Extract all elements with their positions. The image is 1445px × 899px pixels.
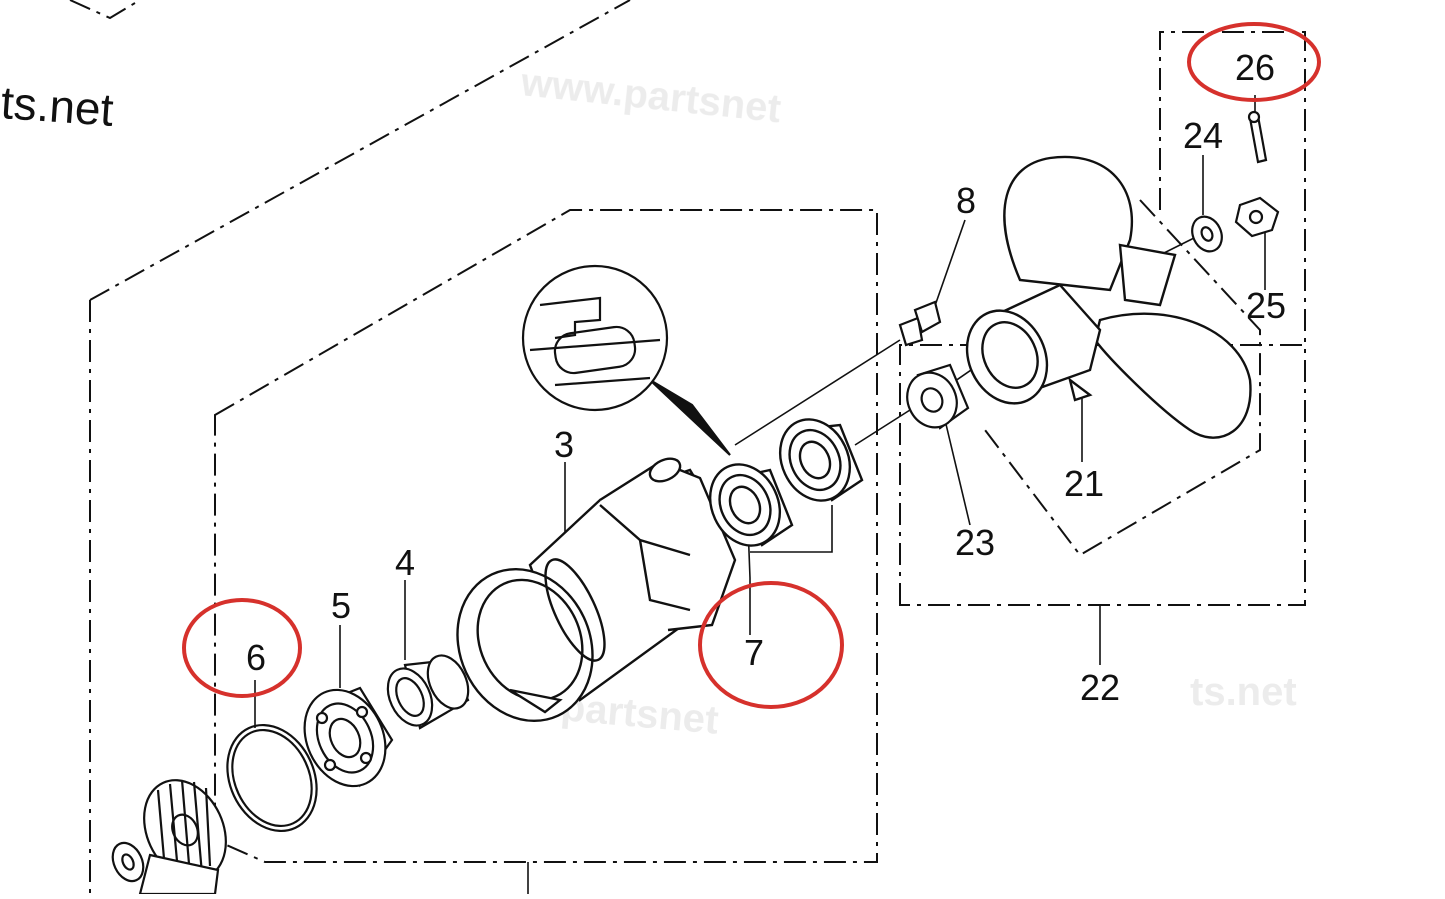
- part-3-shaft-housing: [456, 457, 737, 723]
- callout-22: 22: [1080, 667, 1120, 708]
- watermark-faint-1: www.partsnet: [518, 60, 783, 131]
- callout-23: 23: [955, 522, 995, 563]
- callout-26: 26: [1235, 47, 1275, 88]
- part-23-spacer: [906, 363, 970, 430]
- part-5-ball-bearing: [303, 686, 394, 788]
- hardware-group-boundary: [1159, 31, 1306, 345]
- watermark-faint-3: ts.net: [1190, 670, 1297, 714]
- part-4-needle-bearing: [386, 654, 470, 730]
- callout-3: 3: [554, 424, 574, 465]
- callout-24: 24: [1183, 115, 1223, 156]
- part-24-washer: [1191, 215, 1223, 253]
- callout-25: 25: [1246, 285, 1286, 326]
- highlight-circle-7: [698, 581, 844, 709]
- highlight-circles: [182, 22, 1321, 709]
- part-25-castle-nut: [1234, 196, 1280, 238]
- part-8-bolt: [898, 300, 942, 347]
- callout-labels: 3 4 5 6 7 8 21 22 23 24 25 26: [246, 47, 1286, 708]
- part-26-cotter-pin: [1247, 110, 1268, 164]
- highlight-circle-26: [1187, 22, 1321, 102]
- outer-boundary-top-corner: [69, 0, 141, 20]
- part-21-propeller: [965, 155, 1252, 439]
- propeller-inner-boundary: [984, 199, 1261, 557]
- washer-bottom-left: [111, 841, 145, 883]
- part-6-o-ring: [226, 723, 318, 833]
- group-boundaries: [69, 0, 1306, 894]
- bevel-gear: [138, 779, 227, 896]
- callout-8: 8: [956, 180, 976, 221]
- housing-group-boundary: [214, 209, 878, 863]
- highlight-circle-6: [182, 598, 302, 698]
- callout-6: 6: [246, 637, 266, 678]
- part-7-oil-seals: [709, 418, 864, 547]
- callout-4: 4: [395, 542, 415, 583]
- propeller-group-boundary: [899, 344, 1306, 606]
- callout-5: 5: [331, 585, 351, 626]
- watermark-site-text: ts.net: [0, 76, 115, 136]
- detail-bubble-seal-tool: [521, 264, 731, 456]
- callout-21: 21: [1064, 463, 1104, 504]
- callout-7: 7: [744, 632, 764, 673]
- leader-23: [944, 419, 971, 526]
- outer-boundary-diagonal: [89, 0, 631, 301]
